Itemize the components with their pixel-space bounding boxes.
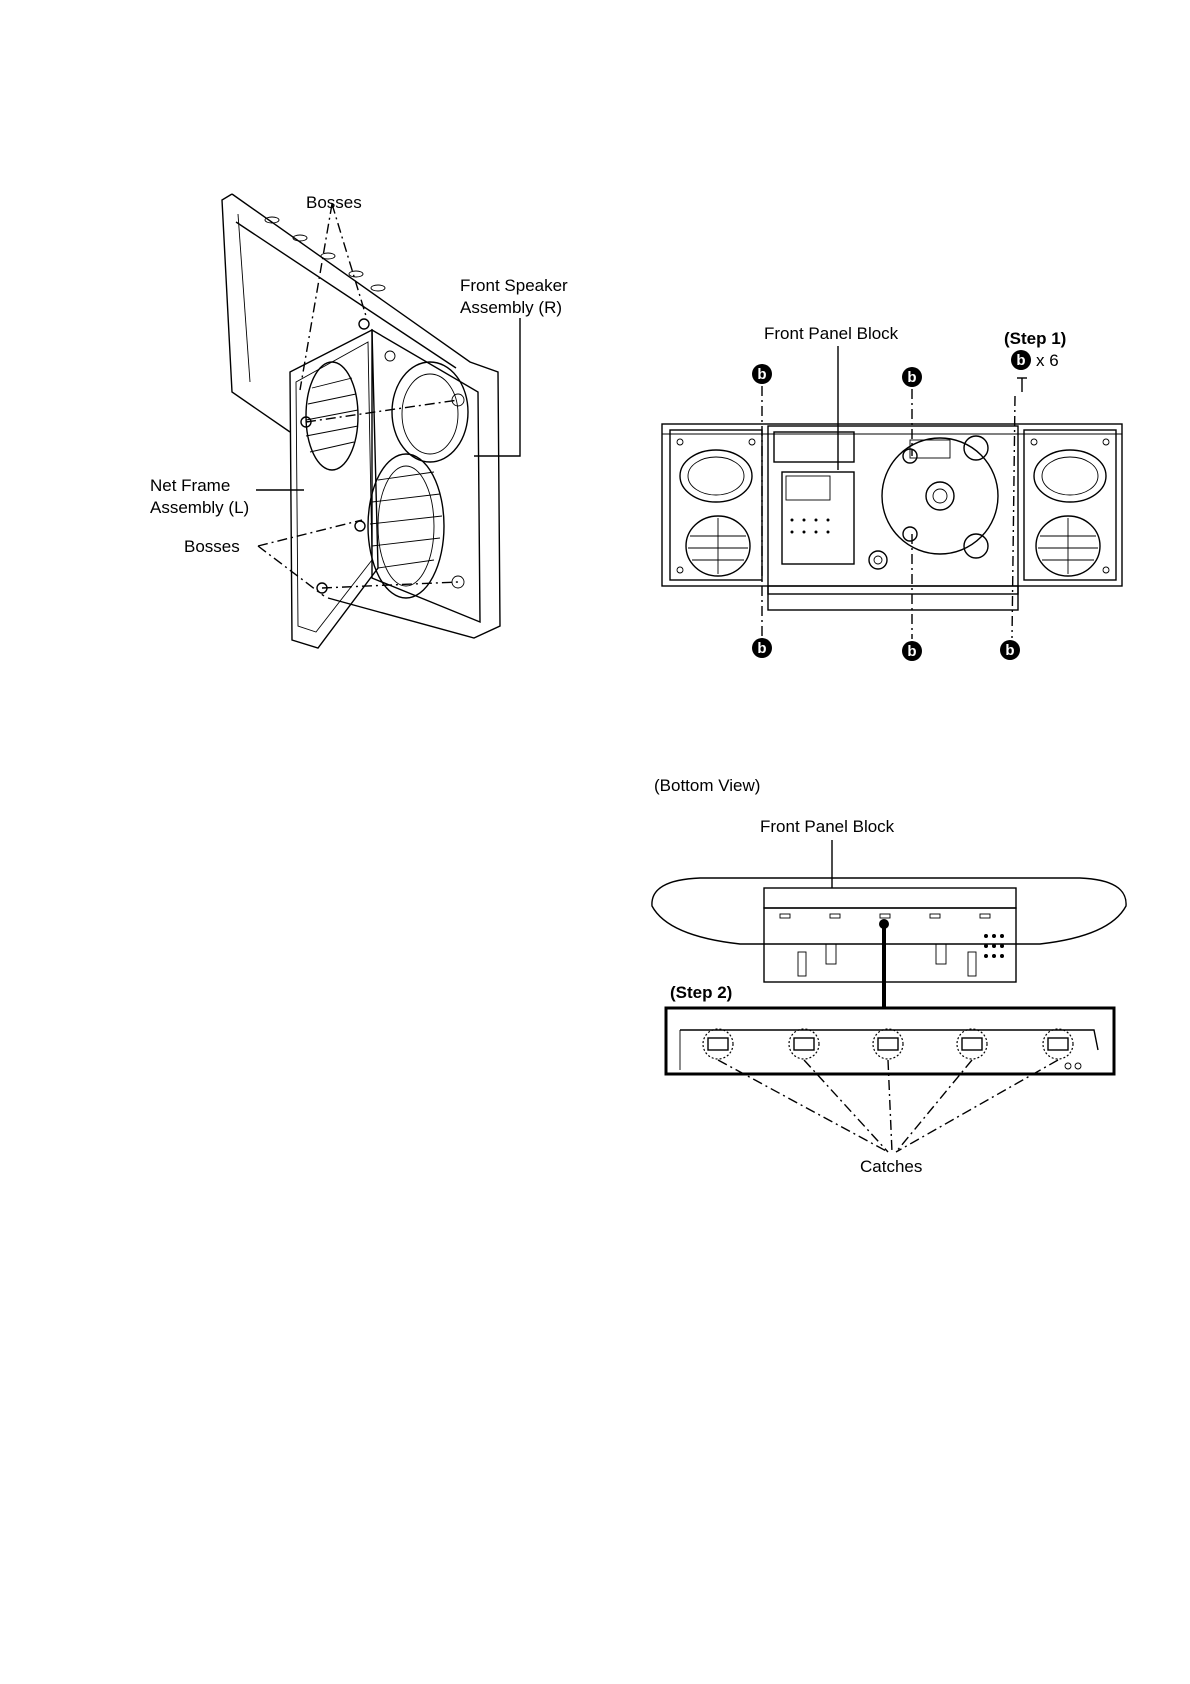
svg-text:b: b: [1005, 642, 1014, 659]
screw-icon: [1017, 378, 1027, 392]
label-front-speaker-1: Front Speaker: [460, 276, 568, 295]
svg-text:b: b: [907, 643, 916, 660]
step1-label: (Step 1): [1004, 329, 1066, 348]
label-bosses-top: Bosses: [306, 193, 362, 212]
speaker-cone-upper: [392, 362, 468, 462]
screw-count: x 6: [1036, 351, 1059, 370]
boss-lower-mid: [355, 521, 365, 531]
center-module: [768, 426, 1018, 594]
cd-disc: [882, 438, 998, 554]
svg-text:b: b: [907, 369, 916, 386]
screw-b-top-left: b: [752, 364, 772, 384]
screw-b-bottom-right: b: [1000, 640, 1020, 660]
left-speaker-box: [670, 430, 762, 580]
front-panel-bottom-strip: [768, 586, 1018, 610]
bottom-view-figure: (Bottom View) Front Panel Block (Step 2): [652, 776, 1126, 1176]
svg-text:b: b: [1016, 352, 1025, 369]
front-view-figure: Front Panel Block (Step 1) b x 6: [662, 324, 1122, 661]
lower-grille: [368, 454, 444, 598]
boss-upper-top: [359, 319, 369, 329]
label-net-frame-1: Net Frame: [150, 476, 230, 495]
label-front-speaker-2: Assembly (R): [460, 298, 562, 317]
leader-bosses-top-right: [332, 204, 366, 316]
net-frame-figure: Bosses Front Speaker Assembly (R) Net Fr…: [150, 193, 568, 648]
label-bosses-bottom: Bosses: [184, 537, 240, 556]
leader-bosses-bottom-1: [258, 520, 362, 546]
svg-text:b: b: [757, 366, 766, 383]
right-speaker-box: [1024, 430, 1116, 580]
label-bottom-view: (Bottom View): [654, 776, 760, 795]
front-panel-underside: [764, 908, 1016, 982]
svg-text:b: b: [757, 640, 766, 657]
label-catches: Catches: [860, 1157, 922, 1176]
label-front-panel-block: Front Panel Block: [764, 324, 899, 343]
screw-b-top-center: b: [902, 367, 922, 387]
catches-detail-box: [666, 1008, 1114, 1074]
screw-b-bottom-center: b: [902, 641, 922, 661]
leader-front-speaker: [474, 318, 520, 456]
panel-dots: [791, 519, 830, 534]
front-speaker-panel: [372, 330, 480, 622]
label-front-panel-block-bottom: Front Panel Block: [760, 817, 895, 836]
step2-label: (Step 2): [670, 983, 732, 1002]
screw-b-bottom-left: b: [752, 638, 772, 658]
unit-front-outline: [662, 424, 1122, 586]
panel-display-block: [782, 472, 854, 564]
bottom-keypad: [984, 934, 1004, 958]
unit-body-outline: [232, 194, 500, 638]
label-net-frame-2: Assembly (L): [150, 498, 249, 517]
